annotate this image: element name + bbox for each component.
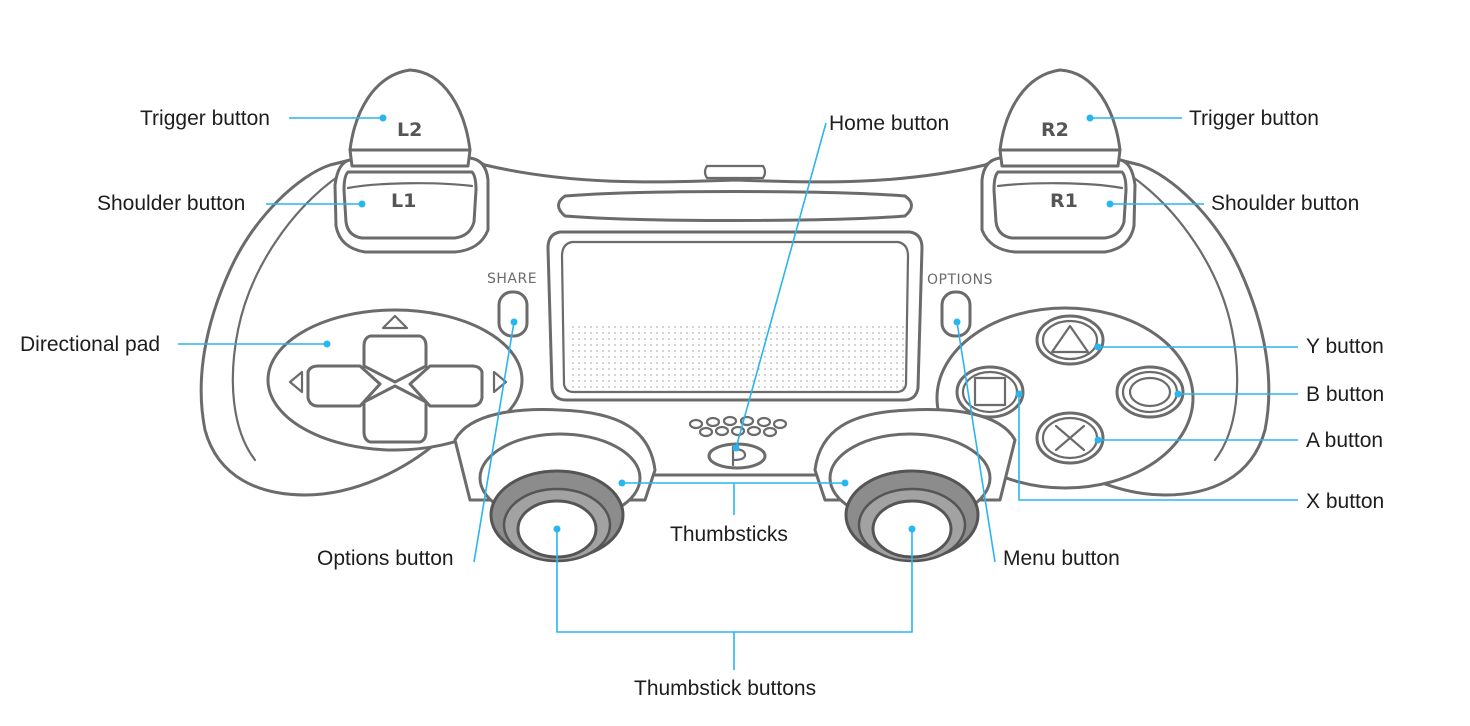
callout-thumbstick-buttons: Thumbstick buttons xyxy=(634,677,816,700)
share-label: SHARE xyxy=(487,271,537,287)
callout-directional-pad: Directional pad xyxy=(20,333,160,356)
callout-shoulder-left: Shoulder button xyxy=(97,192,245,215)
l1-label: L1 xyxy=(391,190,416,212)
share-button[interactable] xyxy=(497,290,529,338)
dpad-left[interactable] xyxy=(306,364,382,408)
l1-shoulder[interactable] xyxy=(342,170,478,240)
callout-home-button: Home button xyxy=(829,112,949,135)
callout-b-button: B button xyxy=(1306,383,1384,406)
circle-icon xyxy=(1128,376,1172,408)
callout-menu-button: Menu button xyxy=(1003,547,1120,570)
r2-label: R2 xyxy=(1041,119,1069,141)
cross-icon xyxy=(1054,424,1086,452)
dpad[interactable] xyxy=(288,314,508,444)
dpad-left-arrow-icon xyxy=(288,370,304,394)
callout-options-button: Options button xyxy=(317,547,454,570)
home-button[interactable] xyxy=(707,442,767,470)
dpad-up[interactable] xyxy=(362,334,428,384)
dpad-right-arrow-icon xyxy=(492,370,508,394)
r1-label: R1 xyxy=(1050,190,1078,212)
callout-trigger-right: Trigger button xyxy=(1189,107,1319,130)
r1-shoulder[interactable] xyxy=(992,170,1128,240)
dpad-right[interactable] xyxy=(408,364,484,408)
a-button[interactable] xyxy=(1035,411,1105,465)
r2-trigger[interactable] xyxy=(998,68,1122,152)
y-button[interactable] xyxy=(1035,314,1105,366)
callout-y-button: Y button xyxy=(1306,335,1384,358)
controller-body: L2 L1 R2 R1 SHARE OPTIONS xyxy=(199,68,1271,563)
callout-thumbsticks: Thumbsticks xyxy=(670,523,788,546)
dpad-down[interactable] xyxy=(362,384,428,444)
left-thumbstick[interactable] xyxy=(489,469,625,563)
callout-a-button: A button xyxy=(1306,429,1383,452)
options-label: OPTIONS xyxy=(927,272,993,288)
square-icon xyxy=(973,376,1007,407)
callout-trigger-left: Trigger button xyxy=(140,107,270,130)
touchpad-texture xyxy=(568,322,904,388)
l2-label: L2 xyxy=(397,119,422,141)
options-button[interactable] xyxy=(940,290,972,338)
right-thumbstick[interactable] xyxy=(844,469,980,563)
triangle-icon xyxy=(1050,324,1090,354)
callouts: Trigger button Shoulder button Direction… xyxy=(20,107,1384,700)
callout-x-button: X button xyxy=(1306,490,1384,513)
x-button[interactable] xyxy=(955,365,1025,419)
dpad-up-arrow-icon xyxy=(381,314,409,330)
b-button[interactable] xyxy=(1115,365,1185,419)
callout-shoulder-right: Shoulder button xyxy=(1211,192,1359,215)
l2-trigger[interactable] xyxy=(348,68,472,152)
speaker-grille xyxy=(688,415,788,438)
